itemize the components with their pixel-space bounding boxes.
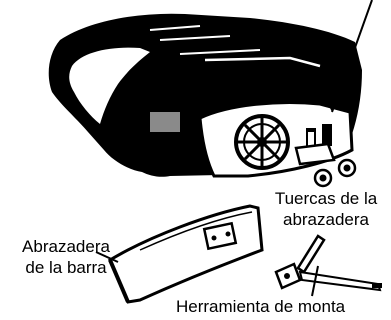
bar-clamp-leader [95, 251, 119, 263]
chain-tensioner [294, 142, 336, 166]
bar-clamp-cover [108, 204, 264, 304]
bar-clamp-label-line-2: de la barra [25, 258, 107, 277]
clutch-sprocket [234, 114, 290, 170]
scrench-screwdriver-blade [298, 270, 382, 292]
housing-detail-gray [150, 112, 180, 132]
mounting-tool-label: Herramienta de monta [176, 297, 346, 316]
bar-clamp-hole [225, 231, 231, 237]
top-label-leader-arrowhead [326, 100, 338, 112]
clamp-nut-right [337, 158, 357, 178]
housing-ridge [204, 56, 321, 68]
clamp-nuts-label-line-2: abrazadera [282, 210, 369, 229]
mounting-tool-illustration [274, 234, 382, 292]
bar-clamp-cover-illustration [108, 204, 264, 304]
bar-clamp-slot-plate [202, 221, 238, 251]
clamp-nut-left [313, 168, 333, 188]
clamp-nuts-illustration [313, 158, 357, 188]
bar-clamp-label-line-1: Abrazadera [22, 237, 110, 256]
top-label-leader [331, 0, 373, 113]
bar-clamp-fold-line [139, 211, 253, 251]
scrench-tip [372, 283, 382, 288]
bar-clamp-hole [211, 235, 217, 241]
clamp-nuts-label: Tuercas de la abrazadera [256, 188, 391, 230]
housing-highlight [149, 25, 261, 55]
bar-clamp-cover-edge [108, 259, 130, 303]
chainsaw-illustration [48, 13, 362, 178]
clamp-nuts-label-line-1: Tuercas de la [274, 189, 378, 208]
mounting-tool-leader [311, 265, 319, 297]
scrench-shaft [296, 234, 326, 274]
bar-studs [306, 124, 332, 150]
bar-clamp-label: Abrazadera de la barra [0, 236, 132, 278]
scrench-socket-hole [284, 273, 290, 279]
handle-grip [85, 57, 135, 72]
